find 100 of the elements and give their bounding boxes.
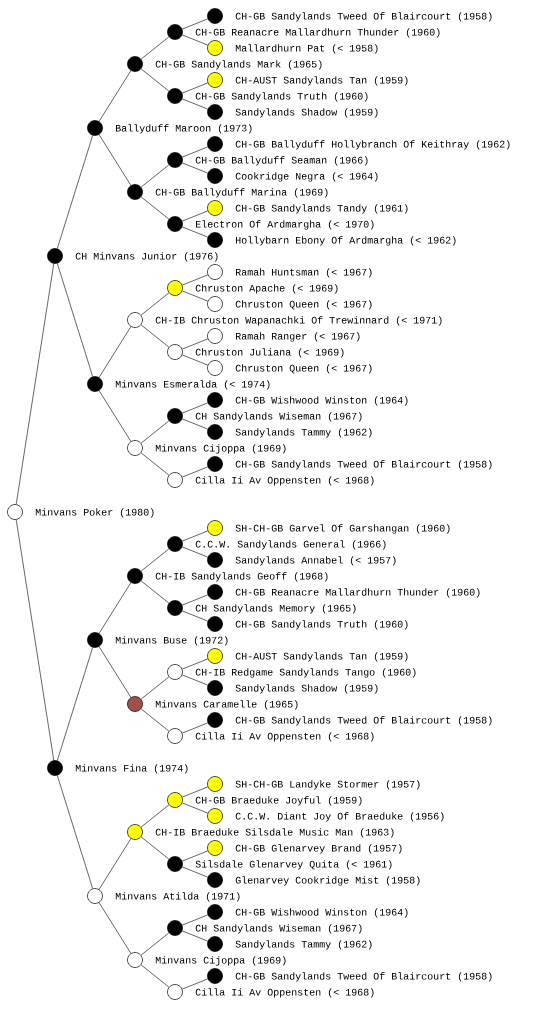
name-label: CH Sandylands Wiseman (1967): [195, 412, 362, 422]
pedigree-line: [140, 164, 170, 188]
pedigree-line: [140, 676, 170, 700]
name-label: Hollybarn Ebony Of Ardmargha (< 1962): [236, 236, 456, 246]
pedigree-line: [182, 338, 208, 350]
name-label: Silsdale Glenarvey Quita (< 1961): [195, 860, 392, 870]
name-label: Minvans Cijoppa (1969): [155, 956, 286, 966]
name-label: Ramah Huntsman (< 1967): [236, 268, 372, 278]
name-label: CH-GB Sandylands Tweed Of Blaircourt (1958): [235, 972, 492, 982]
name-label: CH-GB Reanacre Mallardhurn Thunder (1960): [195, 28, 440, 38]
pedigree-line: [182, 146, 208, 158]
name-label: SH-CH-GB Garvel Of Garshangan (1960): [235, 524, 450, 534]
name-label: CH-GB Ballyduff Seaman (1966): [195, 156, 368, 166]
pedigree-line: [98, 390, 132, 442]
name-label: CH-IB Braeduke Silsdale Music Man (1963): [155, 828, 394, 838]
name-label: CH-GB Reanacre Mallardhurn Thunder (1960): [235, 588, 480, 598]
pedigree-line: [98, 902, 132, 954]
name-label: Cookridge Negra (< 1964): [235, 172, 378, 182]
pedigree-line: [140, 804, 170, 828]
pedigree-line: [182, 914, 208, 926]
name-label: Cilla Ii Av Oppensten (< 1968): [195, 988, 374, 998]
pedigree-line: [140, 68, 170, 92]
pedigree-line: [57, 775, 93, 889]
pedigree-line: [57, 263, 93, 377]
name-label: Minvans Cijoppa (1969): [155, 444, 286, 454]
name-label: CH-GB Sandylands Tweed Of Blaircourt (1958): [235, 12, 492, 22]
pedigree-line: [140, 292, 170, 316]
pedigree-line: [140, 196, 170, 220]
pedigree-line: [182, 610, 208, 622]
name-label: Glenarvey Cookridge Mist (1958): [235, 876, 420, 886]
pedigree-line: [140, 452, 170, 476]
pedigree-line: [140, 324, 170, 348]
pedigree-line: [182, 930, 208, 942]
name-label: Chruston Queen (< 1967): [235, 300, 372, 310]
pedigree-line: [98, 326, 132, 378]
name-label: Minvans Atilda (1971): [115, 892, 240, 902]
name-label: Ramah Ranger (< 1967): [236, 332, 360, 342]
name-label: Sandylands Annabel (< 1957): [235, 556, 396, 566]
name-label: C.C.W. Diant Joy Of Braeduke (1956): [235, 812, 444, 822]
name-label: Minvans Buse (1972): [115, 636, 228, 646]
name-label: CH-GB Sandylands Truth (1960): [195, 92, 368, 102]
pedigree-line: [98, 70, 132, 122]
name-label: Sandylands Shadow (1959): [235, 684, 378, 694]
pedigree-line: [182, 98, 208, 110]
pedigree-line: [182, 786, 208, 798]
pedigree-line: [182, 850, 208, 862]
pedigree-line: [182, 162, 208, 174]
pedigree-line: [98, 838, 132, 890]
pedigree-line: [182, 658, 208, 670]
name-label: CH-GB Sandylands Tweed Of Blaircourt (1958): [235, 460, 492, 470]
name-label: CH-GB Sandylands Mark (1965): [155, 60, 322, 70]
name-label: CH Minvans Junior (1976): [75, 252, 218, 262]
pedigree-line: [182, 290, 208, 302]
pedigree-line: [182, 866, 208, 878]
pedigree-line: [15, 263, 55, 505]
name-label: Minvans Poker (1980): [35, 508, 154, 518]
name-label: Minvans Fina (1974): [75, 764, 188, 774]
name-label: CH-AUST Sandylands Tan (1959): [235, 652, 408, 662]
name-label: CH-GB Sandylands Tweed Of Blaircourt (1958): [235, 716, 492, 726]
pedigree-line: [57, 647, 93, 761]
name-label: Cilla Ii Av Oppensten (< 1968): [195, 476, 374, 486]
name-label: Chruston Juliana (< 1969): [195, 348, 344, 358]
name-label: Ballyduff Maroon (1973): [116, 124, 252, 134]
name-label: Minvans Esmeralda (< 1974): [115, 380, 270, 390]
name-label: CH Sandylands Wiseman (1967): [195, 924, 362, 934]
pedigree-line: [182, 274, 208, 286]
name-label: CH-GB Glenarvey Brand (1957): [235, 844, 402, 854]
pedigree-line: [140, 964, 170, 988]
pedigree-line: [182, 354, 208, 366]
pedigree-line: [98, 582, 132, 634]
pedigree-line: [182, 546, 208, 558]
pedigree-line: [182, 674, 208, 686]
pedigree-line: [140, 580, 170, 604]
pedigree-line: [140, 708, 170, 732]
pedigree-line: [140, 932, 170, 956]
name-label: CH Sandylands Memory (1965): [195, 604, 356, 614]
pedigree-line: [182, 402, 208, 414]
name-label: Chruston Apache (< 1969): [195, 284, 338, 294]
pedigree-line: [98, 134, 132, 186]
pedigree-line: [15, 519, 55, 761]
name-label: Sandylands Tammy (1962): [235, 940, 372, 950]
name-label: CH-GB Sandylands Truth (1960): [235, 620, 408, 630]
pedigree-line: [182, 82, 208, 94]
name-label: CH-IB Sandylands Geoff (1968): [155, 572, 328, 582]
pedigree-line: [182, 34, 208, 46]
pedigree-line: [140, 36, 170, 60]
name-label: CH-GB Braeduke Joyful (1959): [195, 796, 362, 806]
pedigree-line: [140, 836, 170, 860]
pedigree-line: [140, 420, 170, 444]
name-label: CH-GB Ballyduff Hollybranch Of Keithray (1962): [235, 140, 510, 150]
name-label: SH-CH-GB Landyke Stormer (1957): [235, 780, 420, 790]
pedigree-line: [182, 18, 208, 30]
name-label: CH-AUST Sandylands Tan (1959): [235, 76, 408, 86]
pedigree-line: [182, 210, 208, 222]
pedigree-line: [182, 418, 208, 430]
name-label: Electron Of Ardmargha (< 1970): [196, 220, 374, 230]
pedigree-line: [57, 135, 93, 249]
pedigree-line: [182, 978, 208, 990]
name-label: Chruston Queen (< 1967): [235, 364, 372, 374]
name-label: CH-IB Chruston Wapanachki Of Trewinnard (< 1971): [155, 316, 442, 326]
